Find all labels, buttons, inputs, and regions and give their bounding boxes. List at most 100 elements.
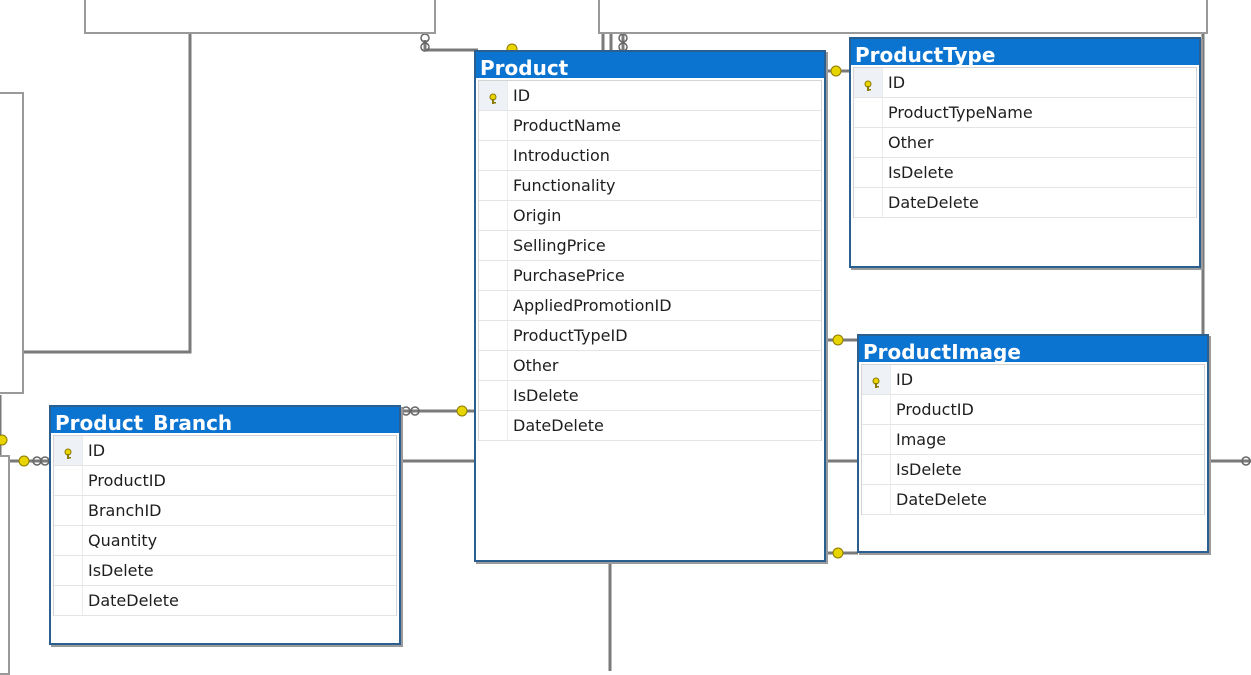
row-selector[interactable] [54,586,83,615]
table-title: ProductImage [859,336,1207,362]
row-selector[interactable] [479,381,508,410]
column-name: Functionality [513,176,616,195]
column-name: Introduction [513,146,610,165]
primary-key-icon [863,77,873,96]
column-row[interactable]: ID [54,436,396,466]
relationship-endpoints [0,33,1251,559]
column-name: Image [896,430,947,449]
column-row[interactable]: Functionality [479,171,821,201]
row-selector[interactable] [862,455,891,484]
column-row[interactable]: ProductTypeName [854,98,1196,128]
row-selector[interactable] [854,188,883,217]
row-selector[interactable] [54,526,83,555]
column-row[interactable]: PurchasePrice [479,261,821,291]
column-name: SellingPrice [513,236,606,255]
row-selector[interactable] [854,68,883,97]
row-selector[interactable] [862,365,891,394]
column-name: IsDelete [896,460,962,479]
column-name: ProductTypeName [888,103,1033,122]
column-name: ProductID [88,471,166,490]
row-selector[interactable] [54,436,83,465]
row-selector[interactable] [479,411,508,440]
column-row[interactable]: IsDelete [479,381,821,411]
row-selector[interactable] [479,81,508,110]
table-title: Product_Branch [51,407,399,433]
partial-table-top-right [598,0,1208,34]
column-row[interactable]: BranchID [54,496,396,526]
row-selector[interactable] [854,158,883,187]
row-selector[interactable] [479,171,508,200]
column-name: PurchasePrice [513,266,625,285]
row-selector[interactable] [854,128,883,157]
column-row[interactable]: DateDelete [862,485,1204,515]
column-name: IsDelete [513,386,579,405]
column-row[interactable]: Origin [479,201,821,231]
column-name: AppliedPromotionID [513,296,672,315]
column-row[interactable]: ProductID [54,466,396,496]
column-row[interactable]: ProductTypeID [479,321,821,351]
row-selector[interactable] [479,111,508,140]
column-row[interactable]: AppliedPromotionID [479,291,821,321]
column-row[interactable]: DateDelete [479,411,821,441]
table-product-branch[interactable]: Product_Branch ID ProductID BranchID Quanti… [49,405,401,645]
row-selector[interactable] [862,485,891,514]
column-name: ID [888,73,906,92]
column-row[interactable]: Other [479,351,821,381]
column-name: DateDelete [888,193,979,212]
column-row[interactable]: ProductID [862,395,1204,425]
column-row[interactable]: IsDelete [54,556,396,586]
column-name: BranchID [88,501,162,520]
column-row[interactable]: Image [862,425,1204,455]
row-selector[interactable] [479,141,508,170]
column-name: IsDelete [888,163,954,182]
column-row[interactable]: SellingPrice [479,231,821,261]
column-name: Other [513,356,559,375]
column-row[interactable]: DateDelete [854,188,1196,218]
row-selector[interactable] [479,351,508,380]
table-title: ProductType [851,39,1199,65]
column-name: DateDelete [88,591,179,610]
column-row[interactable]: ID [854,68,1196,98]
column-name: DateDelete [513,416,604,435]
row-selector[interactable] [854,98,883,127]
key-icon [0,43,844,559]
column-row[interactable]: IsDelete [854,158,1196,188]
partial-table-bottom-left [0,455,10,675]
column-row[interactable]: Other [854,128,1196,158]
column-name: ProductTypeID [513,326,628,345]
table-title: Product [476,52,824,78]
column-name: ID [513,86,531,105]
column-row[interactable]: Quantity [54,526,396,556]
row-selector[interactable] [54,466,83,495]
partial-table-left [0,92,24,394]
primary-key-icon [871,374,881,393]
row-selector[interactable] [479,321,508,350]
column-name: ID [896,370,914,389]
column-row[interactable]: ID [479,81,821,111]
row-selector[interactable] [54,496,83,525]
row-selector[interactable] [862,395,891,424]
column-name: ID [88,441,106,460]
row-selector[interactable] [479,291,508,320]
column-name: ProductID [896,400,974,419]
column-name: Other [888,133,934,152]
row-selector[interactable] [479,201,508,230]
row-selector[interactable] [862,425,891,454]
column-row[interactable]: ProductName [479,111,821,141]
column-row[interactable]: IsDelete [862,455,1204,485]
row-selector[interactable] [479,261,508,290]
column-row[interactable]: DateDelete [54,586,396,616]
row-selector[interactable] [54,556,83,585]
column-row[interactable]: ID [862,365,1204,395]
column-name: IsDelete [88,561,154,580]
column-row[interactable]: Introduction [479,141,821,171]
row-selector[interactable] [479,231,508,260]
